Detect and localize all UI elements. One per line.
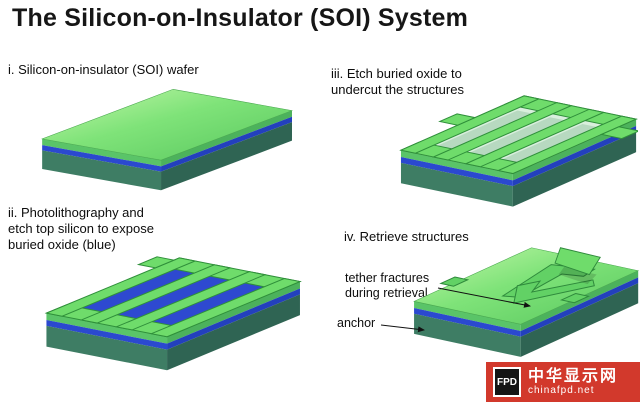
ladder-structure [383, 92, 638, 178]
lifted-structure [554, 247, 601, 276]
anchor-stub [441, 277, 468, 286]
retrieval-wafer-illustration [413, 247, 640, 357]
tether-tab [139, 257, 174, 268]
panel-ii-label: ii. Photolithography and etch top silico… [8, 205, 154, 252]
ladder-structure [30, 255, 300, 337]
watermark: FPD 中华显示网 chinafpd.net [486, 362, 640, 402]
page-title: The Silicon-on-Insulator (SOI) System [12, 4, 469, 32]
watermark-logo: FPD [493, 367, 521, 397]
anchor-stub [562, 294, 589, 303]
undercut-shadows [433, 110, 597, 164]
watermark-site-name: 中华显示网 [528, 367, 619, 385]
tether-annotation: tether fractures during retrieval [345, 271, 430, 300]
lifted-structure-shadow [558, 266, 597, 285]
panel-iv-label: iv. Retrieve structures [344, 229, 469, 244]
undercut-wafer-illustration [382, 90, 638, 207]
panel-i-label: i. Silicon-on-insulator (SOI) wafer [8, 62, 199, 77]
soi-wafer-illustration [41, 89, 293, 191]
silicon-device-layer [41, 89, 293, 161]
watermark-site-url: chinafpd.net [528, 385, 595, 397]
tether-tab [602, 127, 638, 139]
tether-tab [440, 114, 475, 125]
anchor-annotation: anchor [337, 316, 376, 330]
panel-iii-label: iii. Etch buried oxide to undercut the s… [331, 66, 464, 97]
patterned-wafer-illustration [26, 252, 302, 371]
